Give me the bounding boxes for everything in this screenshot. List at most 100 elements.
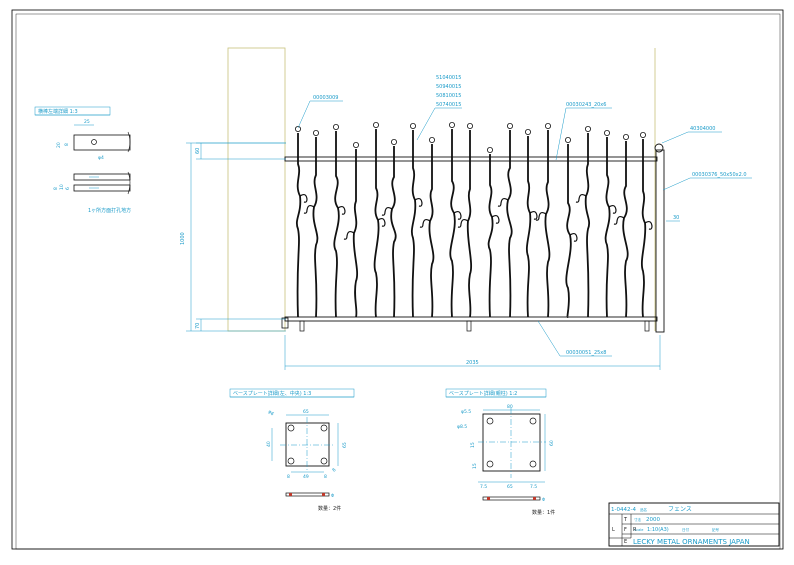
- bar-scroll: [453, 210, 462, 220]
- plate-left-dim-8b: 8: [324, 474, 327, 480]
- bar-finial: [312, 129, 319, 136]
- bar-finial: [640, 131, 647, 138]
- bar-code-1: 51040015: [436, 75, 461, 81]
- bar-finial: [409, 123, 416, 130]
- fence-elevation: [227, 47, 665, 333]
- hole-dim-10: 10: [59, 184, 65, 190]
- title-cell-e: E: [624, 539, 627, 545]
- bar-finial: [545, 123, 552, 130]
- bar-scroll: [337, 205, 346, 215]
- hole-dim-8: 8: [64, 143, 70, 146]
- plate-right-outline: [482, 413, 541, 472]
- finial-left-code: 00003009: [313, 95, 338, 101]
- title-drawing-no: 1-0442-4: [611, 507, 636, 513]
- bar-scroll: [529, 210, 538, 220]
- plate-left-dim-8a: 8: [287, 474, 290, 480]
- side-offset-label: 30: [673, 215, 679, 221]
- title-scale: 1:10(A3): [647, 527, 669, 533]
- plate-right-dim-75a: 7.5: [480, 484, 487, 490]
- fence-bar: [584, 133, 590, 318]
- plate-right-dim-65: 65: [507, 484, 513, 490]
- fence-bar: [487, 154, 494, 318]
- title-name-label: 品名: [640, 507, 647, 512]
- title-cell-f: F: [624, 527, 627, 533]
- right-post: [655, 149, 665, 333]
- fence-bar: [373, 129, 380, 318]
- bar-finial: [332, 124, 339, 131]
- fence-bar: [526, 136, 532, 318]
- bar-scroll: [491, 214, 500, 224]
- bar-finial: [525, 128, 532, 135]
- fence-bar: [296, 133, 302, 318]
- bar-scroll: [497, 197, 509, 207]
- plate-right-dim-hole-a: φ5.5: [461, 409, 471, 415]
- plate-left-outline: [285, 422, 330, 467]
- plate-left-dim-hole: φ6: [267, 409, 275, 417]
- foot-left: [299, 320, 305, 332]
- bar-scroll: [414, 197, 423, 207]
- hole-dim-6: 6: [65, 187, 71, 190]
- fence-bar: [312, 137, 319, 318]
- plate-right-dim-75b: 7.5: [530, 484, 537, 490]
- plate-right-dim-60: 60: [549, 440, 555, 446]
- bar-finial: [506, 123, 513, 130]
- leaders: [297, 100, 752, 357]
- plate-right-qty: 数量：1件: [532, 509, 555, 516]
- hole-dim-20: 20: [56, 142, 62, 148]
- left-rail-bracket: [281, 317, 289, 329]
- post-code: 00030376_50x50x2.0: [692, 172, 747, 178]
- bar-finial: [585, 126, 592, 133]
- fence-bar: [352, 149, 358, 318]
- title-size: 2000: [646, 517, 660, 523]
- title-name: フェンス: [668, 506, 692, 513]
- main-dimensions: 1000 60 70 30 2035: [180, 142, 680, 370]
- top-offset-label: 60: [195, 148, 201, 154]
- plate-left-dim-65v: 65: [342, 442, 348, 448]
- base-plate-left: ベースプレート詳細(左、中央) 1:3 65 49 8 8 40 65 8 φ6…: [229, 388, 355, 512]
- left-post-outline: [227, 47, 286, 332]
- vertical-bars: [294, 122, 653, 318]
- base-plate-right: ベースプレート詳細(親柱) 1:2 80 φ5.5 φ8.5 60 7.5 65…: [445, 388, 555, 516]
- svg-text:Φ: Φ: [542, 497, 545, 502]
- fence-bar: [641, 139, 647, 318]
- bar-scroll: [419, 218, 431, 228]
- fence-bar: [333, 131, 340, 318]
- fence-bar: [604, 137, 611, 318]
- bar-scroll: [608, 204, 617, 214]
- bar-code-2: 50940015: [436, 84, 461, 90]
- plate-left-dim-65: 65: [303, 409, 309, 415]
- title-company: LECKY METAL ORNAMENTS JAPAN: [633, 538, 750, 546]
- fence-bar: [622, 141, 629, 318]
- bar-scroll: [381, 206, 393, 216]
- bar-scroll: [303, 204, 315, 214]
- foot-right: [644, 320, 650, 332]
- bar-code-4: 50740015: [436, 102, 461, 108]
- bar-scroll: [613, 215, 625, 225]
- hole-dim-phi: φ4: [98, 155, 104, 161]
- hole-dim-8b: 8: [53, 187, 59, 190]
- bar-finial: [372, 122, 379, 129]
- fence-bar: [411, 130, 417, 318]
- fence-bar: [544, 130, 551, 318]
- plate-left-title: ベースプレート詳細(左、中央) 1:3: [233, 390, 311, 397]
- bar-finial: [428, 136, 435, 143]
- bar-scroll: [299, 193, 308, 203]
- plate-left-dim-49: 49: [303, 474, 309, 480]
- bar-finial: [623, 133, 630, 140]
- bar-finial: [565, 136, 572, 143]
- foot-center: [466, 320, 472, 332]
- bottom-offset-label: 70: [195, 323, 201, 329]
- title-block: 1-0442-4 品名 フェンス 寸法 2000 Scale 1:10(A3) …: [608, 502, 780, 547]
- plate-left-dim-40: 40: [266, 441, 272, 447]
- fence-bar: [506, 130, 513, 318]
- inner-frame: [15, 13, 781, 550]
- plate-left-qty: 数量：2件: [318, 505, 341, 512]
- bar-scroll: [377, 217, 386, 227]
- overall-width-label: 2035: [466, 360, 479, 366]
- outer-frame: [11, 9, 784, 550]
- right-post-finial: [654, 143, 664, 153]
- hole-detail-title: 横棒左端詳細 1:3: [38, 108, 78, 115]
- plate-left-dim-8c: 8: [331, 467, 337, 473]
